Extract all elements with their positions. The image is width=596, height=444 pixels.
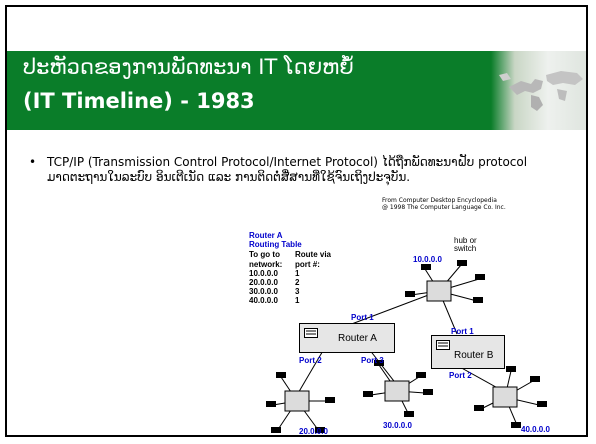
title-line-2: (IT Timeline) - 1983 <box>23 89 255 113</box>
routing-network: 20.0.0.0 <box>249 278 278 287</box>
routing-table-row: 40.0.0.0 1 <box>249 296 379 305</box>
network-label-40: 40.0.0.0 <box>521 425 550 434</box>
router-a-port-3-label: Port 3 <box>361 356 384 365</box>
routing-port: 3 <box>295 287 300 296</box>
router-a-port-2-label: Port 2 <box>299 356 322 365</box>
routing-port: 1 <box>295 296 300 305</box>
routing-port: 2 <box>295 278 300 287</box>
slide: ປະຫັວດຂອງການພັດທະນາ IT ໂດຍຫຍໍ້ (IT Timel… <box>5 5 588 437</box>
routing-table-title-1: Router A <box>249 231 283 240</box>
routing-table-row: 20.0.0.0 2 <box>249 278 379 287</box>
router-a-port-1-label: Port 1 <box>351 313 374 322</box>
routing-table-head-col2: Route via <box>295 250 332 259</box>
routing-table-head-col2: port #: <box>295 260 320 269</box>
network-diagram: Router A Routing Table To go to Route via… <box>249 231 589 441</box>
title-line-1: ປະຫັວດຂອງການພັດທະນາ IT ໂດຍຫຍໍ້ <box>23 55 354 79</box>
router-b-name: Router B <box>454 350 494 361</box>
routing-table: Router A Routing Table To go to Route via… <box>249 231 379 305</box>
network-label-10: 10.0.0.0 <box>413 255 442 264</box>
routing-table-title-2: Routing Table <box>249 240 302 249</box>
routing-table-row: 10.0.0.0 1 <box>249 269 379 278</box>
router-b-port-1-label: Port 1 <box>451 327 474 336</box>
world-map-image <box>491 51 586 130</box>
routing-table-head-col1: To go to <box>249 250 280 259</box>
bullet-dot: • <box>29 155 37 169</box>
routing-network: 40.0.0.0 <box>249 296 278 305</box>
routing-network: 10.0.0.0 <box>249 269 278 278</box>
router-b-port-2-label: Port 2 <box>449 371 472 380</box>
figure-credit: From Computer Desktop Encyclopedia @ 199… <box>382 197 506 211</box>
router-icon <box>304 328 318 338</box>
router-icon <box>436 340 450 350</box>
bullet-item: • TCP/IP (Transmission Control Protocol/… <box>29 155 574 185</box>
hub-or-switch-label: hub or switch <box>454 236 477 253</box>
routing-table-head-col1: network: <box>249 260 283 269</box>
title-bar: ປະຫັວດຂອງການພັດທະນາ IT ໂດຍຫຍໍ້ (IT Timel… <box>7 51 586 130</box>
router-a-name: Router A <box>338 333 377 344</box>
routing-network: 30.0.0.0 <box>249 287 278 296</box>
routing-table-header-1: To go to Route via <box>249 250 379 259</box>
routing-port: 1 <box>295 269 300 278</box>
router-a: Router A <box>299 323 395 353</box>
bullet-text: TCP/IP (Transmission Control Protocol/In… <box>47 155 528 184</box>
routing-table-header-2: network: port #: <box>249 260 379 269</box>
network-label-20: 20.0.0.0 <box>299 427 328 436</box>
network-label-30: 30.0.0.0 <box>383 421 412 430</box>
routing-table-row: 30.0.0.0 3 <box>249 287 379 296</box>
router-b: Router B <box>431 335 505 369</box>
network-lines <box>266 260 547 433</box>
